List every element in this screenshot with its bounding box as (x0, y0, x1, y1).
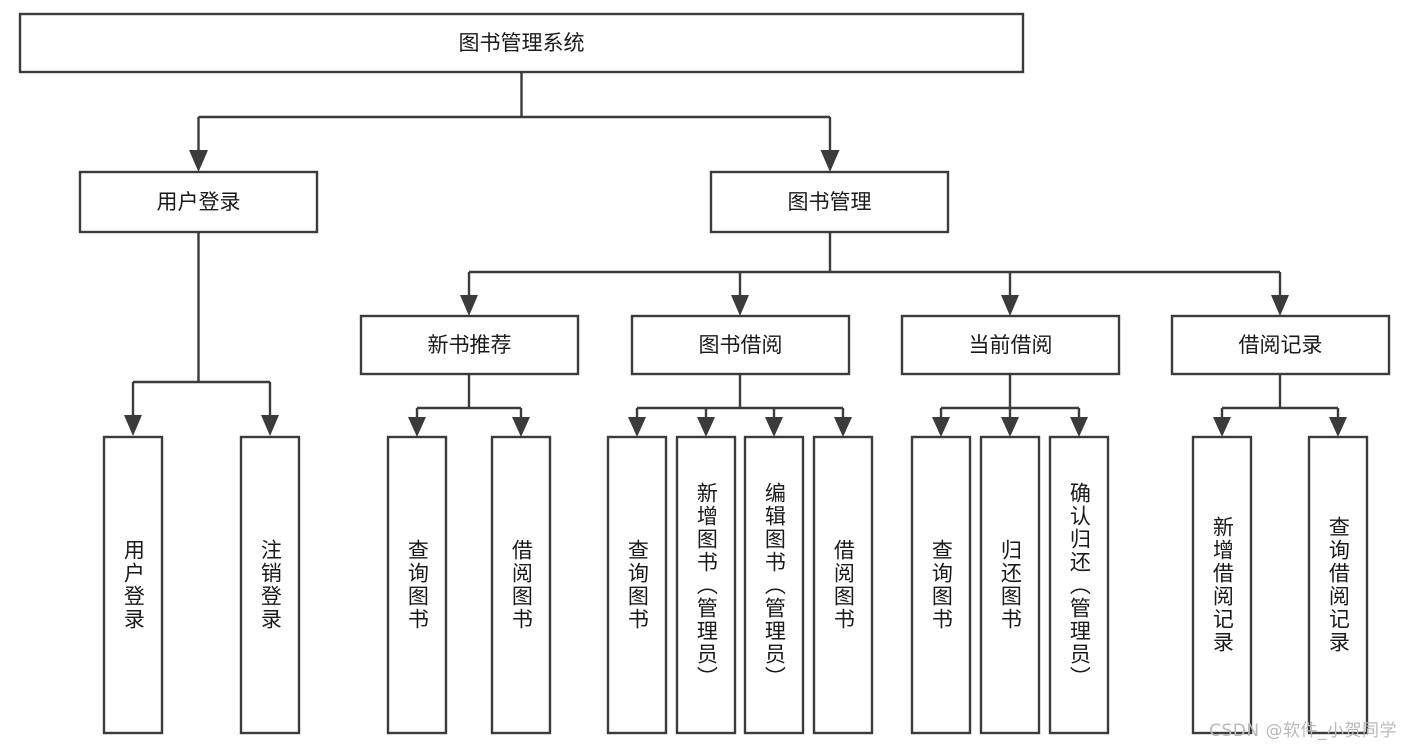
arrow-to-leaf-logout (261, 415, 279, 436)
node-new-book-recommend-label: 新书推荐 (428, 333, 512, 357)
node-new-book-recommend-box[interactable] (359, 314, 580, 376)
leaf-box-query-book-borrow[interactable] (606, 435, 668, 735)
arrow-to-leaf-query-book-1 (408, 417, 426, 437)
leaf-box-confirm-return-admin[interactable] (1048, 435, 1110, 735)
leaf-box-query-book-current[interactable] (910, 435, 972, 735)
arrow-to-leaf-return-book (1001, 417, 1019, 437)
arrow-to-leaf-query-record (1329, 417, 1347, 437)
leaf-box-user-login[interactable] (102, 435, 164, 735)
arrow-to-user-login (189, 150, 208, 172)
arrow-to-leaf-add-book (697, 417, 715, 437)
arrow-to-borrow (731, 295, 749, 316)
arrow-to-leaf-query-book-2 (628, 417, 646, 437)
arrow-to-leaf-user-login (124, 415, 142, 436)
leaf-box-borrow-book-borrow[interactable] (812, 435, 874, 735)
node-book-management[interactable]: 图书管理 (709, 170, 950, 234)
node-root[interactable]: 图书管理系统 (18, 12, 1025, 74)
node-current-borrow-label: 当前借阅 (969, 333, 1053, 357)
arrow-to-leaf-edit-book (765, 417, 783, 437)
leaf-box-query-borrow-record[interactable] (1307, 435, 1369, 735)
leaf-box-return-book[interactable] (979, 435, 1041, 735)
arrow-to-book-mgmt (820, 150, 840, 172)
arrow-to-leaf-borrow-book-2 (834, 417, 852, 437)
node-borrow-record-label: 借阅记录 (1239, 333, 1323, 357)
node-borrow-record-box[interactable] (1170, 314, 1391, 376)
arrow-to-current (1001, 295, 1019, 316)
arrow-to-recommend (460, 295, 478, 316)
node-current-borrow-box[interactable] (900, 314, 1121, 376)
arrowhead-layer (124, 150, 1347, 437)
arrow-to-leaf-confirm-return (1070, 417, 1088, 437)
leaf-box-add-book-admin[interactable] (675, 435, 737, 735)
node-book-borrow-label: 图书借阅 (699, 333, 783, 357)
node-root-box[interactable] (18, 12, 1025, 74)
leaf-box-edit-book-admin[interactable] (743, 435, 805, 735)
leaf-box-borrow-book-recommend[interactable] (490, 435, 552, 735)
node-current-borrow[interactable]: 当前借阅 (900, 314, 1121, 376)
node-user-login-label: 用户登录 (157, 190, 241, 214)
csdn-watermark: CSDN @软件_小贺同学 (1209, 721, 1397, 741)
arrow-to-record (1271, 295, 1289, 316)
node-user-login[interactable]: 用户登录 (78, 170, 319, 234)
node-book-borrow[interactable]: 图书借阅 (630, 314, 851, 376)
leaf-box-add-borrow-record[interactable] (1191, 435, 1253, 735)
node-borrow-record[interactable]: 借阅记录 (1170, 314, 1391, 376)
node-user-login-box[interactable] (78, 170, 319, 234)
node-book-management-box[interactable] (709, 170, 950, 234)
leaf-box-query-book-recommend[interactable] (386, 435, 448, 735)
arrow-to-leaf-borrow-book-1 (512, 417, 530, 437)
node-root-label: 图书管理系统 (459, 31, 585, 55)
leaf-box-layer (102, 435, 1369, 735)
leaf-box-logout[interactable] (239, 435, 301, 735)
node-book-borrow-box[interactable] (630, 314, 851, 376)
arrow-to-leaf-query-book-3 (932, 417, 950, 437)
node-new-book-recommend[interactable]: 新书推荐 (359, 314, 580, 376)
node-book-management-label: 图书管理 (788, 190, 872, 214)
arrow-to-leaf-add-record (1213, 417, 1231, 437)
